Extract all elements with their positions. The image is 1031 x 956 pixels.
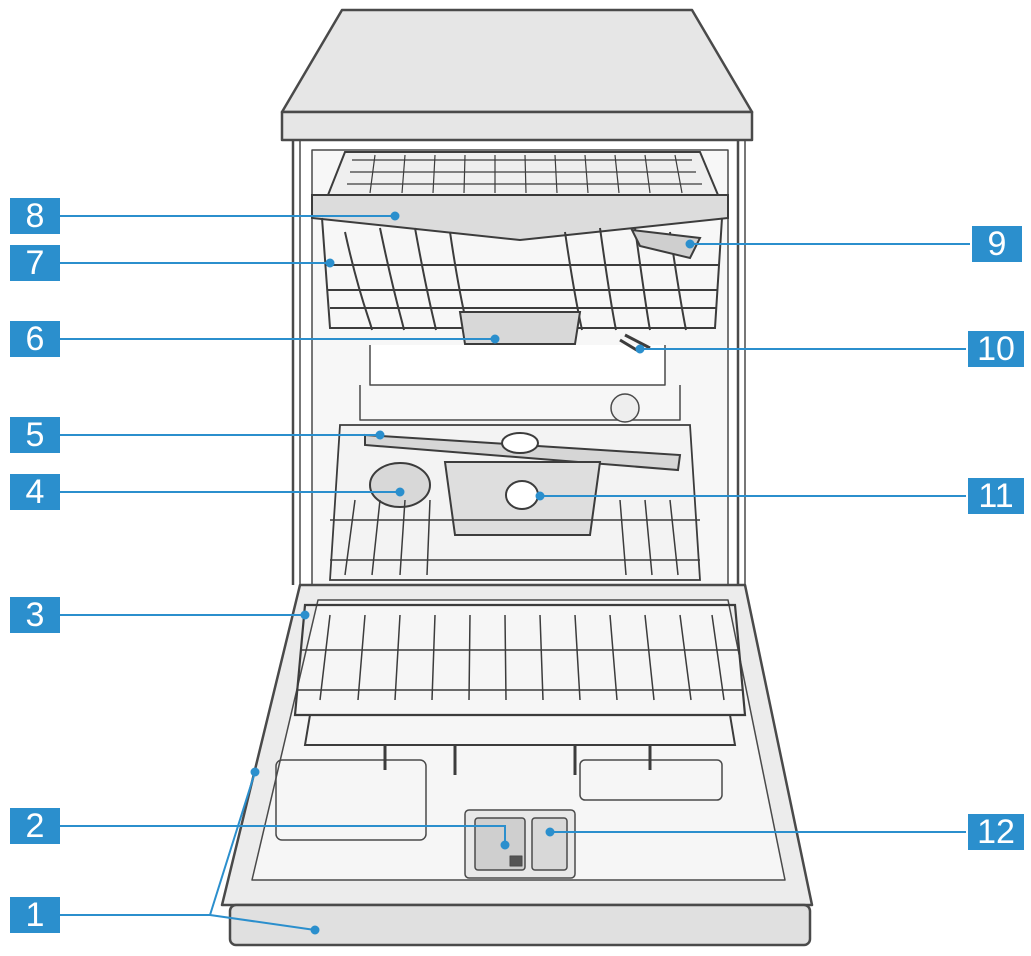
callout-1: 1 — [10, 897, 60, 933]
upper-spray-arm — [458, 311, 582, 345]
leader-7-dot — [325, 258, 335, 268]
callout-9: 9 — [972, 226, 1022, 262]
leader-11-dot — [535, 491, 545, 501]
leader-9-dot — [685, 239, 695, 249]
upper-tub-alcove — [369, 345, 666, 386]
callout-12: 12 — [968, 814, 1024, 850]
leader-8-dot — [390, 211, 400, 221]
leader-2-dot — [500, 840, 510, 850]
callout-2: 2 — [10, 808, 60, 844]
worktop-front — [280, 110, 754, 142]
dispenser-latch — [509, 855, 523, 867]
lower-basket — [293, 424, 747, 775]
tub-back-ledge — [359, 385, 681, 421]
leader-4-dot — [395, 487, 405, 497]
tub-fitting — [610, 393, 640, 423]
worktop-cover — [280, 8, 754, 114]
callout-4: 4 — [10, 474, 60, 510]
leader-12-dot — [545, 827, 555, 837]
leader-2 — [60, 825, 506, 845]
leader-6-dot — [490, 334, 500, 344]
salt-container — [369, 462, 431, 508]
upper-basket-lever — [630, 228, 702, 260]
leader-10-dot — [635, 344, 645, 354]
leader-1b-dot — [310, 925, 320, 935]
door-recess-left — [275, 759, 427, 841]
callout-7: 7 — [10, 245, 60, 281]
detergent-dispenser — [531, 817, 568, 871]
leader-1a-dot — [250, 767, 260, 777]
leader-1b — [209, 914, 316, 931]
leader-5-dot — [375, 430, 385, 440]
door-inner-panel — [251, 599, 786, 881]
callout-10: 10 — [968, 331, 1024, 367]
callout-3: 3 — [10, 597, 60, 633]
leader-lines — [60, 211, 970, 935]
callout-8: 8 — [10, 198, 60, 234]
callout-5: 5 — [10, 417, 60, 453]
leader-3-dot — [300, 610, 310, 620]
callout-6: 6 — [10, 321, 60, 357]
door-bottom-lip — [228, 903, 812, 947]
callout-11: 11 — [968, 478, 1024, 514]
upper-basket — [321, 217, 723, 354]
